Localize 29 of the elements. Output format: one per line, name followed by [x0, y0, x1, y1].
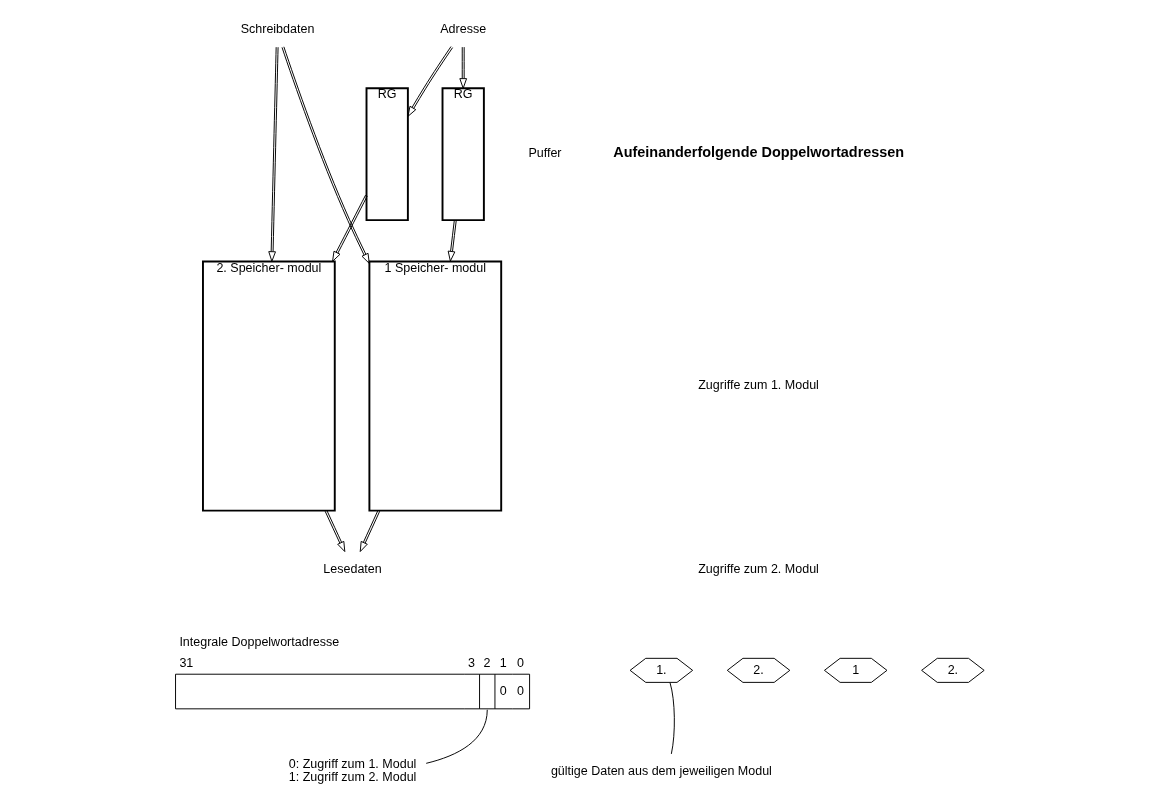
- label: Zugriffe zum 2. Modul: [698, 561, 819, 576]
- arrow: [359, 509, 381, 553]
- node-box: 1 Speicher- modul: [368, 260, 503, 512]
- arrow: [459, 46, 468, 89]
- node-text: gültige Daten aus dem jeweiligen Modul: [550, 763, 772, 778]
- node-label: 2: [483, 655, 491, 670]
- connector: [425, 709, 488, 764]
- connector: [669, 682, 675, 755]
- node-text: Schreibdaten: [240, 21, 315, 36]
- node-label: Puffer: [528, 146, 562, 161]
- node-text: 0: Zugriff zum 1. Modul 1: Zugriff zum 2. Modul: [288, 756, 417, 785]
- node-label: 3: [468, 655, 475, 670]
- node-box: 2. Speicher- modul: [202, 260, 336, 512]
- label: Aufeinanderfolgende Doppelwortadressen: [613, 143, 905, 160]
- node-label: 1: [499, 655, 507, 670]
- node-box: RG: [441, 87, 485, 222]
- node-box: RG: [365, 87, 409, 222]
- arrow: [324, 509, 346, 553]
- arrow: [447, 219, 457, 262]
- node-label: 31: [179, 655, 194, 670]
- arrow: [281, 46, 370, 264]
- arrow: [332, 194, 368, 262]
- arrow: [407, 46, 454, 117]
- node-label: 0: [517, 655, 525, 670]
- node-text: Adresse: [440, 21, 487, 36]
- label: Zugriffe zum 1. Modul: [698, 378, 819, 393]
- node-label: Integrale Doppelwortadresse: [179, 634, 340, 649]
- arrow: [268, 46, 279, 262]
- node-text: Lesedaten: [323, 561, 382, 576]
